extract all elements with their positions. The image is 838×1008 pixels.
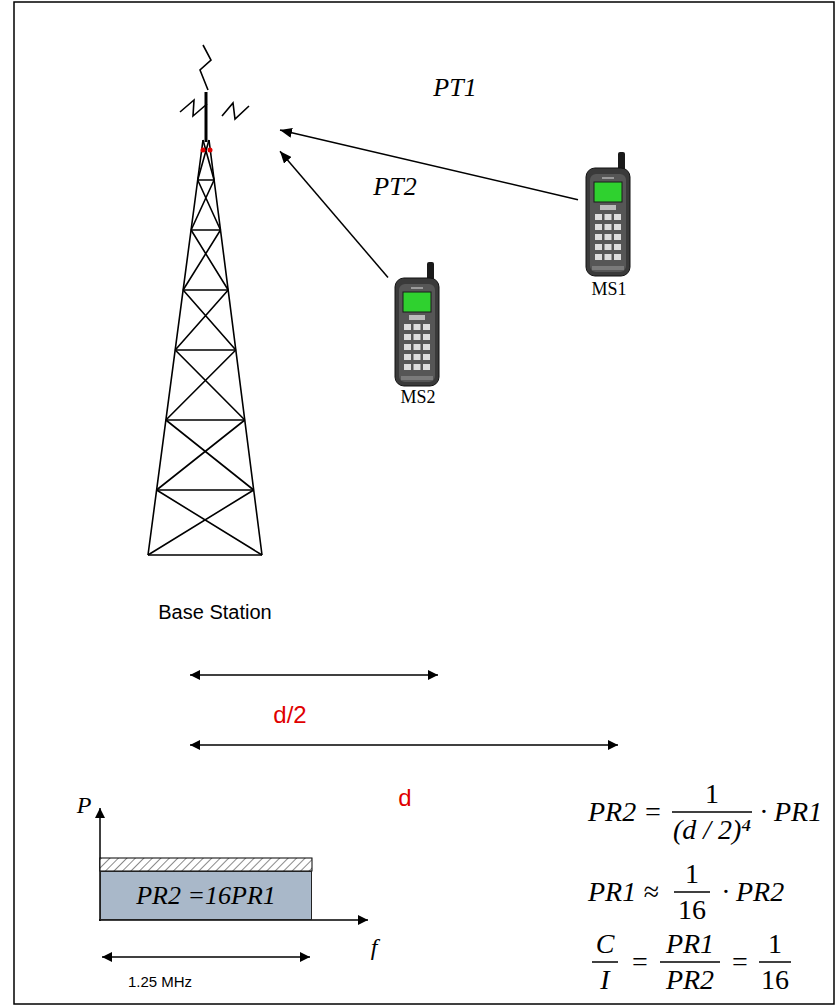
tower-symbol-part <box>208 148 213 153</box>
fraction-bar-part <box>660 961 720 963</box>
equation-term: (d / 2)⁴ <box>673 814 751 846</box>
dimension-arrow-part <box>102 956 310 958</box>
tower-symbol-part <box>180 100 207 116</box>
dimension-arrow-part <box>190 674 438 676</box>
node-label: MS2 <box>400 386 435 408</box>
equation-term: · PR2 <box>722 876 784 908</box>
equation-term: = <box>732 946 748 978</box>
tower-node: Base Station <box>150 40 280 625</box>
equation-term: 1 <box>685 858 699 890</box>
phone-symbol <box>395 262 439 386</box>
tower-symbol-part <box>201 148 206 153</box>
tower-symbol-part <box>200 45 211 90</box>
tower-symbol-part <box>205 92 208 142</box>
dimension-label: d <box>398 784 411 812</box>
spectrum-box: PR2 =16PR1 <box>100 871 312 920</box>
phone-symbol <box>586 152 630 276</box>
equation-term: PR1 <box>666 928 714 960</box>
hatched-band <box>100 858 312 871</box>
node-label: Base Station <box>158 599 271 625</box>
power-label: PT1 <box>431 73 478 103</box>
signal-arrow <box>280 130 578 200</box>
page-frame <box>14 2 834 1004</box>
tower-symbol-part <box>148 140 262 555</box>
phone-node: MS2 <box>388 258 448 408</box>
axis-label: 1.25 MHz <box>128 973 192 990</box>
equation-term: PR2 <box>666 964 714 996</box>
equation-term: C <box>596 928 615 960</box>
equation-term: 1 <box>705 778 719 810</box>
fraction-bar-part <box>759 961 791 963</box>
equation-term: 1 <box>768 928 782 960</box>
equation-term: PR2 = <box>588 796 662 828</box>
tower-symbol-part <box>148 140 262 555</box>
equation-term: 16 <box>761 964 789 996</box>
tower-symbol-part <box>222 103 249 119</box>
dimension-label: d/2 <box>273 701 306 729</box>
fraction-bar-part <box>592 961 618 963</box>
node-label: MS1 <box>591 278 626 300</box>
equation-term: 16 <box>678 894 706 926</box>
phone-node: MS1 <box>578 148 640 300</box>
axis-label: f <box>371 934 378 962</box>
plot-axis <box>99 808 368 921</box>
equation-term: = <box>632 946 648 978</box>
power-label: PT2 <box>371 172 418 202</box>
axis-label: P <box>77 792 92 820</box>
node-label: PR2 =16PR1 <box>136 880 276 912</box>
equation-term: I <box>600 964 609 996</box>
fraction-bar-part <box>672 811 752 813</box>
tower-symbol <box>148 45 262 555</box>
equation-term: · PR1 <box>760 796 822 828</box>
fraction-bar-part <box>674 891 710 893</box>
equation-term: PR1 ≈ <box>588 876 659 908</box>
tower-symbol-part <box>148 180 262 555</box>
signal-arrow <box>280 151 388 277</box>
dimension-arrow-part <box>190 744 618 746</box>
